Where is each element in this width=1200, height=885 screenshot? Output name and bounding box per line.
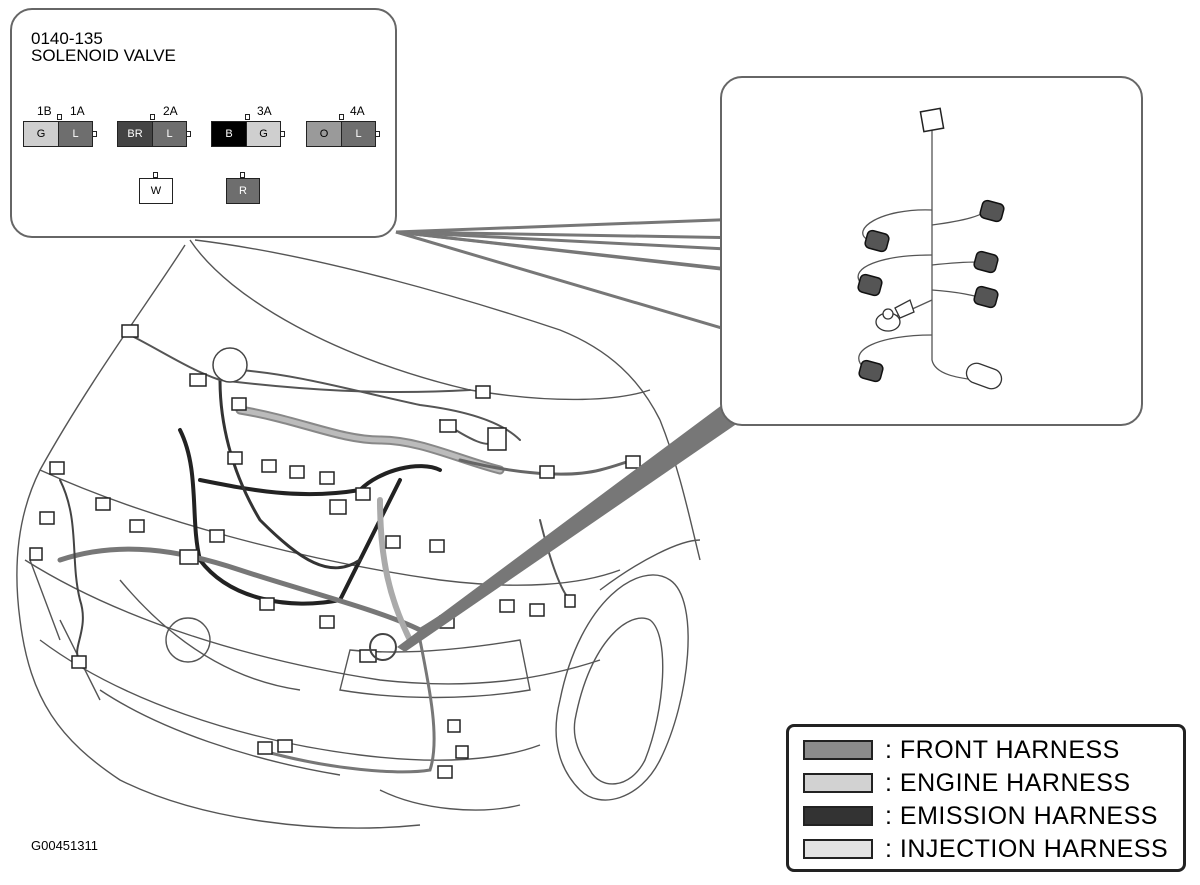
pin-label: 2A (163, 104, 178, 118)
connector-pin: BR (118, 122, 152, 146)
harness-connectors (29, 324, 641, 779)
connector-4: O L (306, 121, 376, 147)
connector-pin: L (58, 122, 92, 146)
pin-label: 1A (70, 104, 85, 118)
connector-tab (245, 114, 250, 120)
car-body-outline (16, 239, 701, 829)
legend-label: : INJECTION HARNESS (885, 834, 1169, 863)
pin-label: 3A (257, 104, 272, 118)
pin-label: 4A (350, 104, 365, 118)
pin-label: 1B (37, 104, 52, 118)
single-connector-w: W (139, 178, 173, 204)
connector-tab (57, 114, 62, 120)
wiring-harness (57, 334, 637, 774)
legend-label: : FRONT HARNESS (885, 735, 1120, 764)
callout-leader-beam (397, 405, 735, 652)
legend-swatch (803, 806, 873, 826)
detail-callout (720, 76, 1143, 426)
connector-tab (240, 172, 245, 178)
connector-pin: B (212, 122, 246, 146)
location-marker (369, 633, 397, 661)
legend-item-injection-harness: : INJECTION HARNESS (803, 834, 1169, 863)
connector-pin: L (152, 122, 186, 146)
connector-pin: G (246, 122, 280, 146)
legend-item-emission-harness: : EMISSION HARNESS (803, 801, 1158, 830)
legend-label: : ENGINE HARNESS (885, 768, 1131, 797)
connector-latch (92, 131, 97, 137)
legend-swatch (803, 773, 873, 793)
connector-tab (339, 114, 344, 120)
connector-1: G L (23, 121, 93, 147)
connector-pin: O (307, 122, 341, 146)
legend-swatch (803, 839, 873, 859)
connector-tab (150, 114, 155, 120)
reservoir-cap (212, 347, 248, 383)
single-connector-r: R (226, 178, 260, 204)
legend-swatch (803, 740, 873, 760)
connector-pin: G (24, 122, 58, 146)
connector-code: 0140-135 (31, 29, 103, 48)
connector-pin: L (341, 122, 375, 146)
connector-2: BR L (117, 121, 187, 147)
legend-item-engine-harness: : ENGINE HARNESS (803, 768, 1131, 797)
legend-item-front-harness: : FRONT HARNESS (803, 735, 1120, 764)
legend-label: : EMISSION HARNESS (885, 801, 1158, 830)
connector-tab (153, 172, 158, 178)
connector-name: SOLENOID VALVE (31, 46, 176, 65)
figure-id: G00451311 (31, 838, 98, 853)
connector-latch (280, 131, 285, 137)
connector-latch (375, 131, 380, 137)
connector-3: B G (211, 121, 281, 147)
harness-legend: : FRONT HARNESS : ENGINE HARNESS : EMISS… (786, 724, 1186, 872)
connector-latch (186, 131, 191, 137)
